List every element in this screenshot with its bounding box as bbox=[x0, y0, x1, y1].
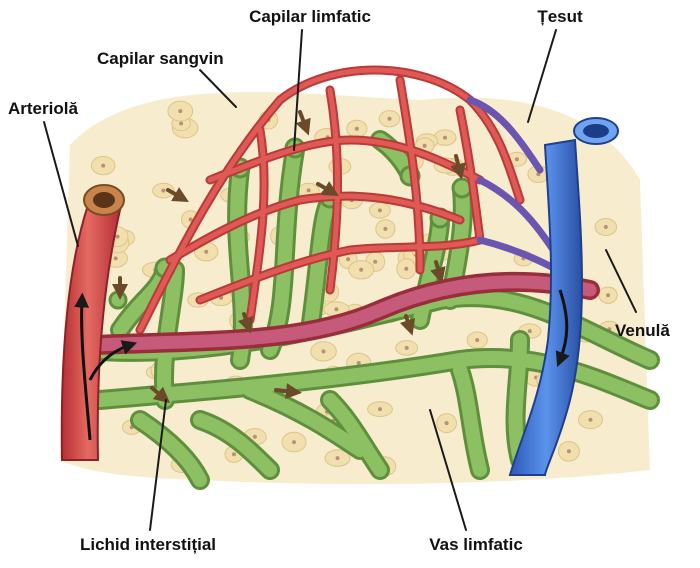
tissue-cell bbox=[578, 410, 603, 430]
label-capilar-sangvin: Capilar sangvin bbox=[97, 49, 237, 108]
tissue-cell bbox=[466, 331, 488, 349]
tissue-cell bbox=[346, 119, 368, 138]
venule-flow-arrow bbox=[555, 289, 570, 367]
arteriole-branch-arrow bbox=[88, 340, 138, 381]
label-text: Arteriolă bbox=[8, 99, 78, 118]
arteriole-flow-arrow bbox=[74, 292, 92, 441]
label-lichid-interstitial: Lichid interstițial bbox=[80, 399, 216, 554]
tissue-cell bbox=[594, 218, 618, 236]
tissue-cell bbox=[395, 340, 419, 356]
blood-capillary-network bbox=[135, 65, 579, 335]
tissue-cell bbox=[90, 156, 116, 176]
tissue-cell bbox=[557, 441, 580, 462]
label-tesut: Țesut bbox=[527, 7, 583, 123]
tissue-cell bbox=[348, 260, 375, 280]
label-venula: Venulă bbox=[605, 249, 670, 340]
arteriole bbox=[60, 184, 138, 461]
label-text: Venulă bbox=[615, 321, 670, 340]
venule bbox=[508, 117, 619, 476]
label-text: Lichid interstițial bbox=[80, 535, 216, 554]
tissue-cell bbox=[369, 202, 391, 219]
tissue-cell bbox=[324, 449, 351, 467]
label-text: Țesut bbox=[537, 7, 583, 26]
label-arteriola: Arteriolă bbox=[8, 99, 79, 247]
label-text: Capilar limfatic bbox=[249, 7, 371, 26]
label-capilar-limfatic: Capilar limfatic bbox=[249, 7, 371, 151]
tissue-cell bbox=[281, 431, 307, 453]
label-vas-limfatic: Vas limfatic bbox=[429, 409, 523, 554]
tissue-cell bbox=[378, 110, 401, 128]
tissue-cell bbox=[598, 286, 618, 304]
tissue-cell bbox=[310, 341, 337, 362]
connecting-vessel bbox=[85, 271, 600, 355]
interstitial-flow-arrows bbox=[112, 110, 466, 404]
tissue-cell bbox=[375, 219, 396, 239]
label-text: Vas limfatic bbox=[429, 535, 523, 554]
tissue-cell bbox=[167, 100, 194, 122]
tissue-cell bbox=[367, 401, 393, 418]
tissue-cell bbox=[436, 413, 458, 434]
tissue-cell bbox=[396, 258, 417, 280]
label-text: Capilar sangvin bbox=[97, 49, 224, 68]
